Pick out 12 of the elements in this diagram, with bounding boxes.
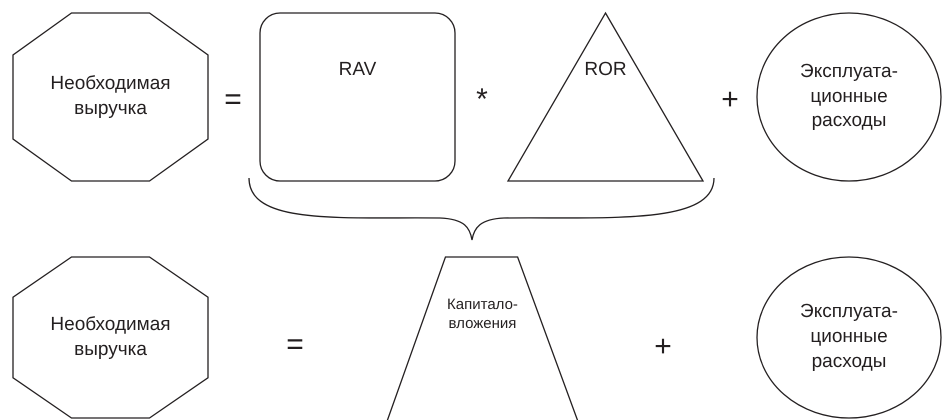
shape-label: Эксплуата-ционные расходы — [799, 300, 899, 374]
shape-label: Необходимая выручка — [49, 312, 172, 362]
operator-symbol: * — [476, 85, 488, 115]
shape-label: Необходимая выручка — [49, 72, 172, 121]
operator-symbol: = — [286, 330, 304, 360]
shape-label: Капитало-вложения — [446, 294, 519, 334]
shape-label: Эксплуата-ционные расходы — [799, 60, 899, 134]
operator-symbol: + — [654, 332, 672, 362]
shape-label: RAV — [338, 58, 376, 82]
operator-symbol: = — [224, 85, 242, 115]
shape-label: ROR — [584, 58, 627, 82]
operator-symbol: + — [721, 85, 739, 115]
